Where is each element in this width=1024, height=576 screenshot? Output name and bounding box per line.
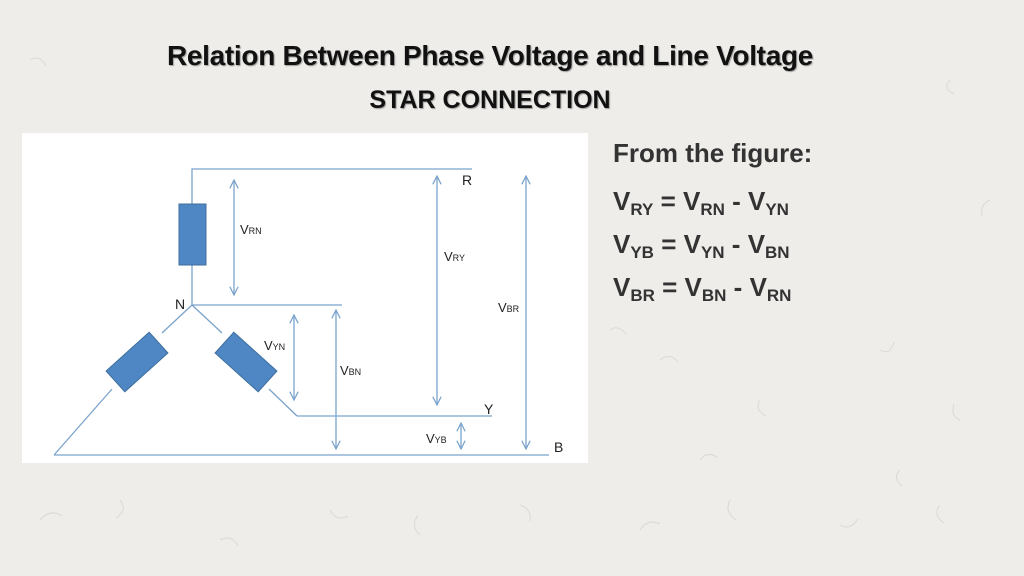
wire-r xyxy=(191,168,472,206)
equations-heading: From the figure: xyxy=(613,138,813,168)
page-subtitle: STAR CONNECTION xyxy=(369,86,611,114)
coil-b-phase xyxy=(105,331,169,393)
v-yb-label: VYB xyxy=(426,431,447,446)
wire-b-coil-to-b xyxy=(53,388,113,456)
wire-n-to-y-coil xyxy=(191,304,223,334)
v-ry-label: VRY xyxy=(444,249,465,264)
page-title: Relation Between Phase Voltage and Line … xyxy=(166,40,814,71)
wire-n-to-b-coil xyxy=(161,304,193,334)
v-yn-label: VYN xyxy=(264,338,285,353)
terminal-r-label: R xyxy=(462,172,472,188)
wire-y-coil-to-y xyxy=(268,388,298,417)
terminal-y-label: Y xyxy=(484,401,494,417)
v-bn-label: VBN xyxy=(340,363,361,378)
coil-r-phase xyxy=(178,203,207,266)
neutral-label: N xyxy=(175,296,185,312)
v-br-label: VBR xyxy=(498,300,520,315)
equation-v-ry: VRY = VRN - VYN xyxy=(613,186,789,219)
coil-y-phase xyxy=(214,331,278,393)
equation-v-br: VBR = VBN - VRN xyxy=(613,272,792,305)
v-rn-label: VRN xyxy=(240,222,262,237)
diagram-svg: R Y B N VRN VRY VBR VYN VBN VYB xyxy=(53,168,563,456)
equations-panel: From the figure: VRY = VRN - VYN VYB = V… xyxy=(613,136,993,309)
terminal-b-label: B xyxy=(554,439,563,455)
equation-v-yb: VYB = VYN - VBN xyxy=(613,229,790,262)
star-connection-diagram: R Y B N VRN VRY VBR VYN VBN VYB xyxy=(22,133,588,463)
